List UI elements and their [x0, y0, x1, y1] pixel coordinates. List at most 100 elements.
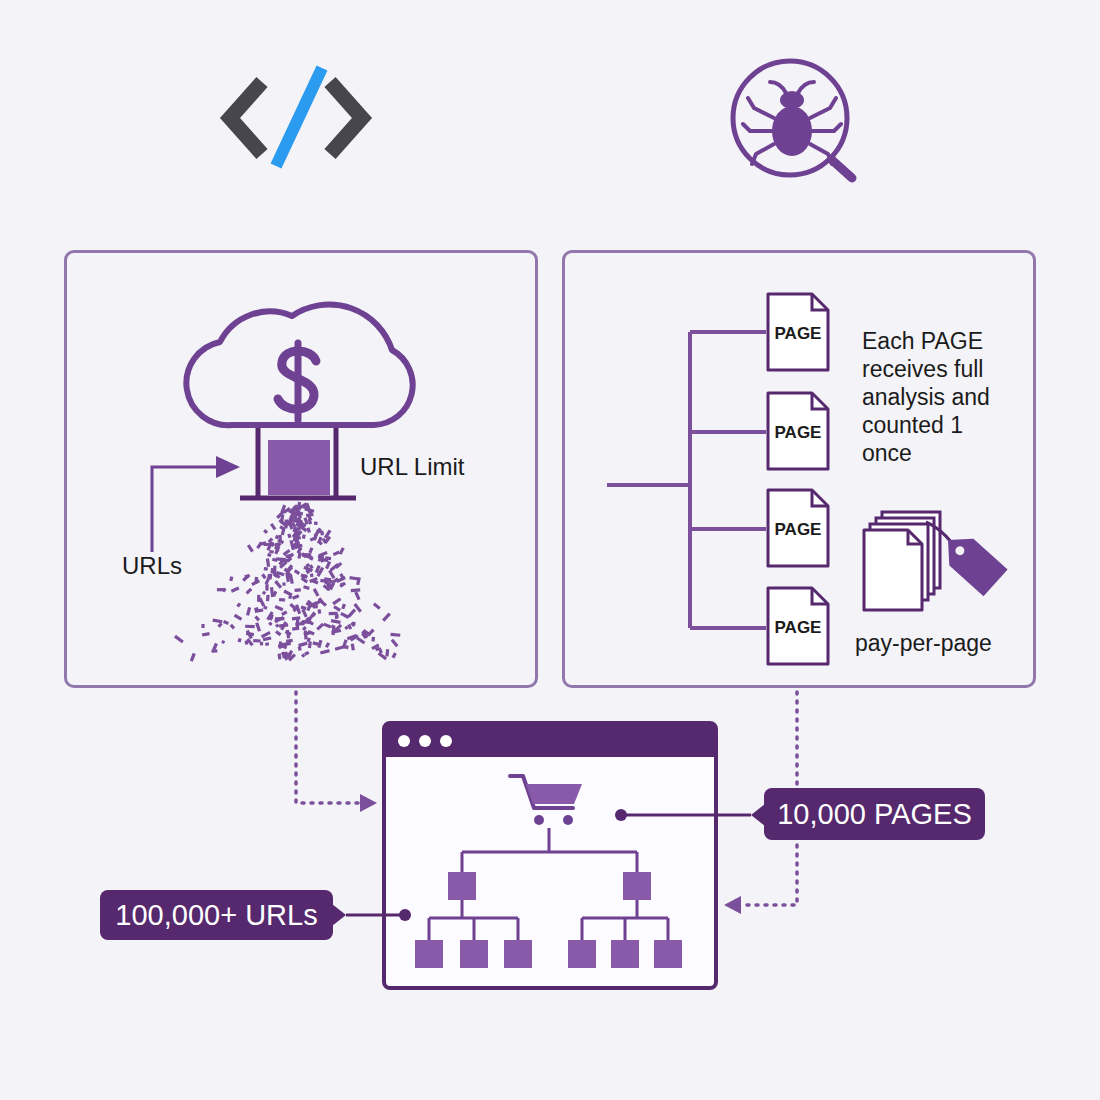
- confetti-bit: [256, 542, 263, 549]
- confetti-bit: [309, 556, 314, 561]
- confetti-bit: [290, 512, 298, 519]
- confetti-bit: [267, 574, 271, 578]
- confetti-bit: [275, 617, 285, 620]
- page-label: PAGE: [766, 423, 830, 443]
- confetti-bit: [274, 616, 284, 623]
- bug-legs: [743, 82, 841, 164]
- site-tree-box: [568, 940, 596, 968]
- confetti-bit: [266, 595, 270, 602]
- document-fold: [812, 393, 828, 409]
- leader-line: [621, 814, 751, 817]
- confetti-bit: [297, 552, 301, 559]
- confetti-bit: [352, 622, 356, 626]
- input-arrow-line: [152, 467, 222, 552]
- page-document: PAGE: [766, 488, 830, 568]
- magnifier-lens: [733, 61, 847, 175]
- confetti-bit: [310, 573, 314, 577]
- confetti-bit: [262, 591, 266, 595]
- dotted-arrow-head: [724, 896, 741, 914]
- site-tree-box: [448, 872, 476, 900]
- confetti-bit: [301, 577, 308, 583]
- confetti-bit: [257, 595, 260, 602]
- confetti-bit: [266, 558, 270, 567]
- page-stack-front: [864, 530, 922, 610]
- confetti-bit: [294, 588, 300, 592]
- confetti-bit: [308, 641, 312, 648]
- confetti-bit: [331, 629, 341, 634]
- note-text: Each PAGE receives full analysis and cou…: [862, 327, 1012, 467]
- confetti-bit: [286, 572, 291, 579]
- site-tree-box: [654, 940, 682, 968]
- confetti-bit: [284, 652, 289, 657]
- code-slash: [276, 68, 322, 166]
- confetti-bit: [332, 597, 341, 605]
- confetti-bit: [303, 585, 310, 590]
- confetti-bit: [329, 612, 338, 616]
- confetti-bit: [385, 649, 389, 656]
- confetti-bit: [349, 576, 359, 581]
- confetti-bit: [347, 608, 356, 617]
- confetti-bit: [247, 544, 254, 552]
- cart-wheel: [563, 815, 573, 825]
- confetti-bit: [288, 653, 296, 661]
- leader-dot: [615, 809, 627, 821]
- confetti-bit: [298, 646, 302, 651]
- page-document: PAGE: [766, 391, 830, 471]
- confetti-bit: [286, 630, 290, 639]
- confetti-bit: [292, 594, 300, 600]
- tag-string: [926, 522, 952, 543]
- confetti-bit: [324, 577, 331, 581]
- confetti-bit: [295, 622, 302, 626]
- confetti-bit: [304, 631, 308, 640]
- cart-basket: [526, 784, 582, 804]
- confetti-bit: [263, 529, 268, 534]
- pill-pointer: [332, 904, 346, 926]
- confetti-bit: [230, 624, 236, 630]
- bug-head: [780, 91, 804, 109]
- limit-block: [268, 440, 330, 495]
- confetti-bit: [328, 570, 335, 579]
- page-label: PAGE: [766, 520, 830, 540]
- confetti-bit: [339, 547, 345, 555]
- panel-box: Each PAGE receives full analysis and cou…: [562, 250, 1036, 688]
- confetti-bit: [190, 653, 196, 662]
- confetti-bit: [310, 536, 317, 542]
- limit-base: [240, 496, 356, 501]
- confetti-bit: [323, 623, 331, 629]
- confetti-bit: [275, 543, 280, 552]
- count-callout: 100,000+ URLs: [100, 890, 333, 940]
- confetti-bit: [275, 624, 279, 628]
- confetti-bit: [317, 609, 321, 614]
- confetti-bit: [223, 620, 229, 625]
- confetti-bit: [324, 536, 331, 544]
- confetti-bit: [246, 607, 251, 616]
- confetti-bit: [292, 607, 297, 612]
- browser-title-bar: [384, 723, 716, 757]
- confetti-bit: [309, 564, 314, 569]
- confetti-bit: [255, 608, 264, 613]
- confetti-bit: [281, 610, 287, 615]
- confetti-bit: [279, 623, 288, 627]
- confetti-bit: [302, 534, 306, 539]
- confetti-bit: [270, 568, 274, 574]
- confetti-bit: [308, 547, 313, 553]
- confetti-bit: [274, 580, 282, 589]
- confetti-bit: [245, 588, 252, 595]
- confetti-bit: [261, 631, 271, 638]
- page-label: PAGE: [766, 324, 830, 344]
- confetti-bit: [312, 580, 318, 585]
- confetti-bit: [269, 550, 274, 554]
- confetti-bit: [335, 615, 338, 619]
- confetti-bit: [217, 588, 224, 591]
- confetti-bit: [283, 507, 291, 514]
- limit-posts: [258, 428, 336, 497]
- confetti-bit: [341, 603, 346, 609]
- confetti-bit: [293, 532, 298, 542]
- confetti-bit: [268, 537, 274, 543]
- confetti-bit: [287, 533, 291, 538]
- confetti-bit: [268, 622, 272, 626]
- site-tree-box: [611, 940, 639, 968]
- dotted-arrow-line: [296, 692, 362, 803]
- confetti-bit: [339, 573, 345, 580]
